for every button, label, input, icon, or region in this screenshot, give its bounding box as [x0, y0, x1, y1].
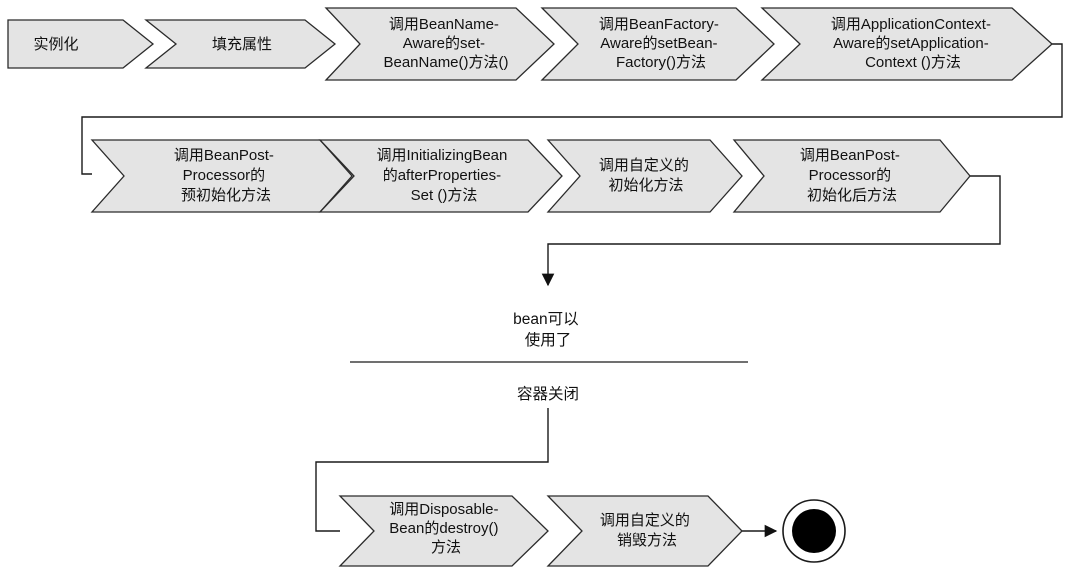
- label-disposable-bean-destroy: 调用Disposable- Bean的destroy() 方法: [389, 501, 502, 556]
- label-bean-name-aware: 调用BeanName- Aware的set- BeanName()方法(): [383, 16, 508, 71]
- end-state-dot: [792, 509, 836, 553]
- step-custom-destroy-method: [546, 495, 743, 567]
- label-post-processor-before-init: 调用BeanPost- Processor的 预初始化方法: [174, 147, 278, 204]
- label-container-close: 容器关闭: [517, 385, 579, 403]
- connector-close-to-row3: [315, 408, 549, 532]
- step-populate-properties: [144, 19, 337, 69]
- connector-row1-to-row2: [81, 43, 1063, 175]
- connector-row2-to-usable: [541, 175, 1001, 287]
- step-disposable-bean-destroy: [338, 495, 549, 567]
- label-post-processor-after-init: 调用BeanPost- Processor的 初始化后方法: [800, 147, 904, 204]
- label-custom-init-method: 调用自定义的 初始化方法: [599, 157, 693, 194]
- step-post-processor-after-init: [732, 139, 971, 213]
- step-bean-name-aware: [324, 7, 555, 81]
- label-bean-factory-aware: 调用BeanFactory- Aware的setBean- Factory()方…: [599, 16, 723, 71]
- step-custom-init-method: [546, 139, 743, 213]
- lifecycle-row-1: [7, 7, 1053, 81]
- step-application-context-aware: [760, 7, 1053, 81]
- lifecycle-row-3: [338, 495, 743, 567]
- lifecycle-row-2: [90, 139, 971, 213]
- label-initializing-bean: 调用InitializingBean 的afterProperties- Set…: [376, 147, 511, 204]
- label-custom-destroy-method: 调用自定义的 销毁方法: [600, 512, 694, 549]
- label-populate-properties: 填充属性: [212, 36, 272, 53]
- step-bean-factory-aware: [540, 7, 775, 81]
- label-instantiate: 实例化: [33, 36, 78, 53]
- step-instantiate: [7, 19, 155, 69]
- step-initializing-bean: [318, 139, 563, 213]
- label-application-context-aware: 调用ApplicationContext- Aware的setApplicati…: [831, 16, 995, 71]
- label-bean-usable: bean可以 使用了: [513, 311, 583, 349]
